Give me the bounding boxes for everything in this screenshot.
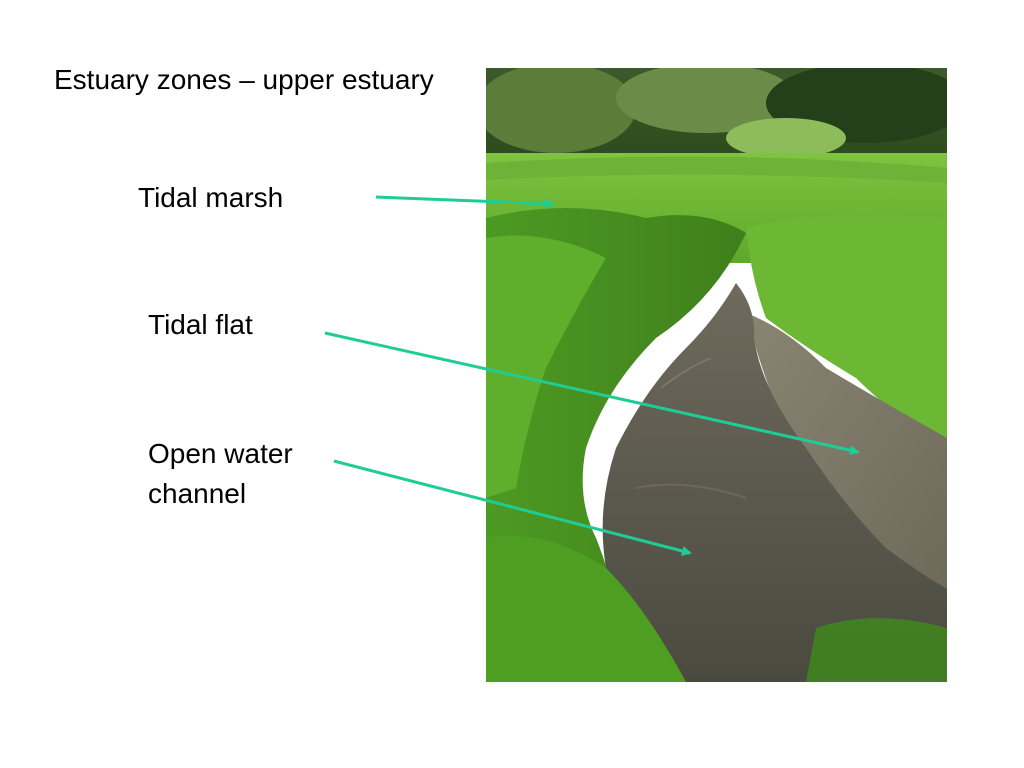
slide-title: Estuary zones – upper estuary bbox=[54, 64, 434, 95]
label-open-water-channel: Open water channel bbox=[148, 438, 293, 509]
label-tidal-marsh: Tidal marsh bbox=[138, 182, 284, 213]
label-tidal-flat: Tidal flat bbox=[148, 309, 253, 340]
estuary-photo bbox=[486, 68, 947, 682]
